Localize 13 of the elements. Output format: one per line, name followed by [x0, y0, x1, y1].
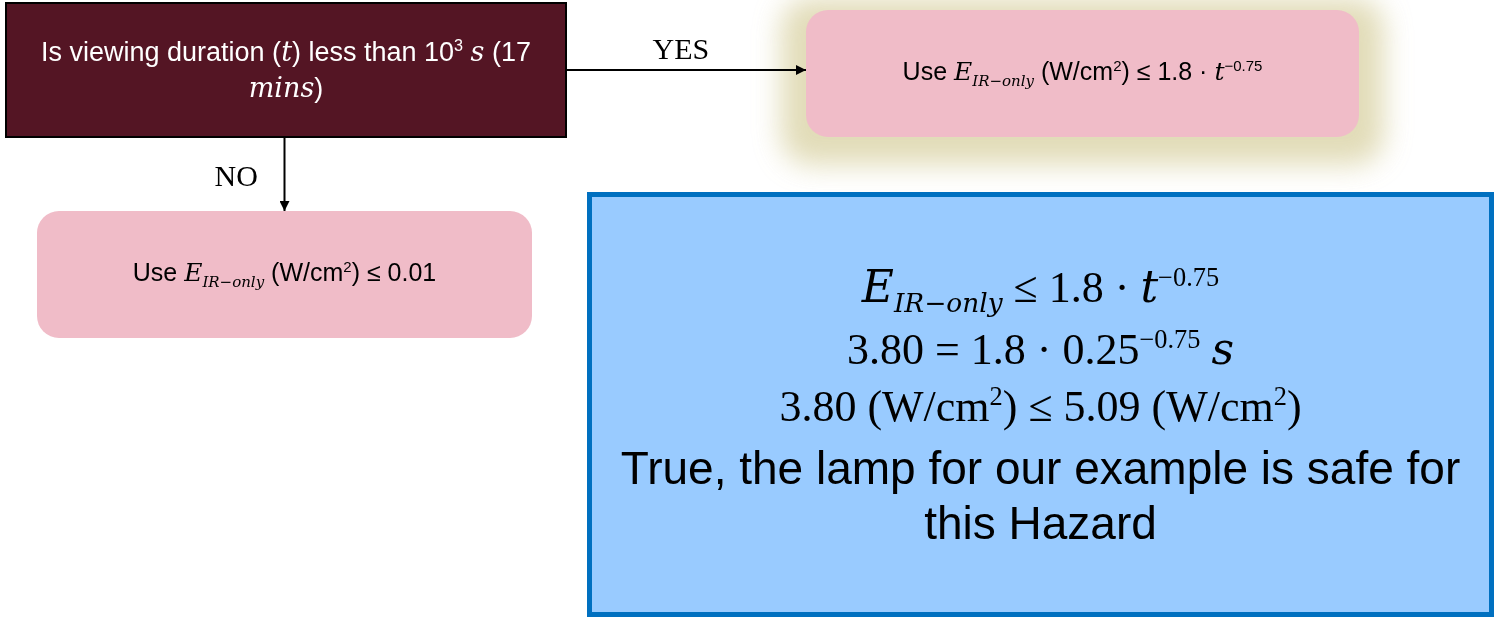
equation: 3.80 (W/cm$^{2}$) ≤ 5.09 (W/cm$^{2}$) [779, 380, 1302, 433]
equation: E$_{IR−only}$ ≤ 1.8 · t$^{−0.75}$ [861, 259, 1220, 320]
node-text: Is viewing duration (t) less than 10$^{3}$ s (17 mins) [40, 34, 532, 105]
node-text: Use E$_{IR−only}$ (W/cm$^{2}$) ≤ 1.8 · t$^{−0.75}$ [902, 55, 1263, 92]
result-box [37, 211, 532, 338]
calculation-box [587, 192, 1494, 617]
result-box [806, 10, 1359, 137]
node-text: True, the lamp for our example is safe for this Hazard [619, 441, 1462, 552]
arrow [279, 137, 290, 212]
arrow [566, 65, 807, 75]
decision-box [5, 2, 567, 138]
equation: 3.80 = 1.8 · 0.25$^{−0.75}$ s [846, 321, 1235, 376]
node-text: Use E$_{IR−only}$ (W/cm$^{2}$) ≤ 0.01 [132, 256, 437, 293]
